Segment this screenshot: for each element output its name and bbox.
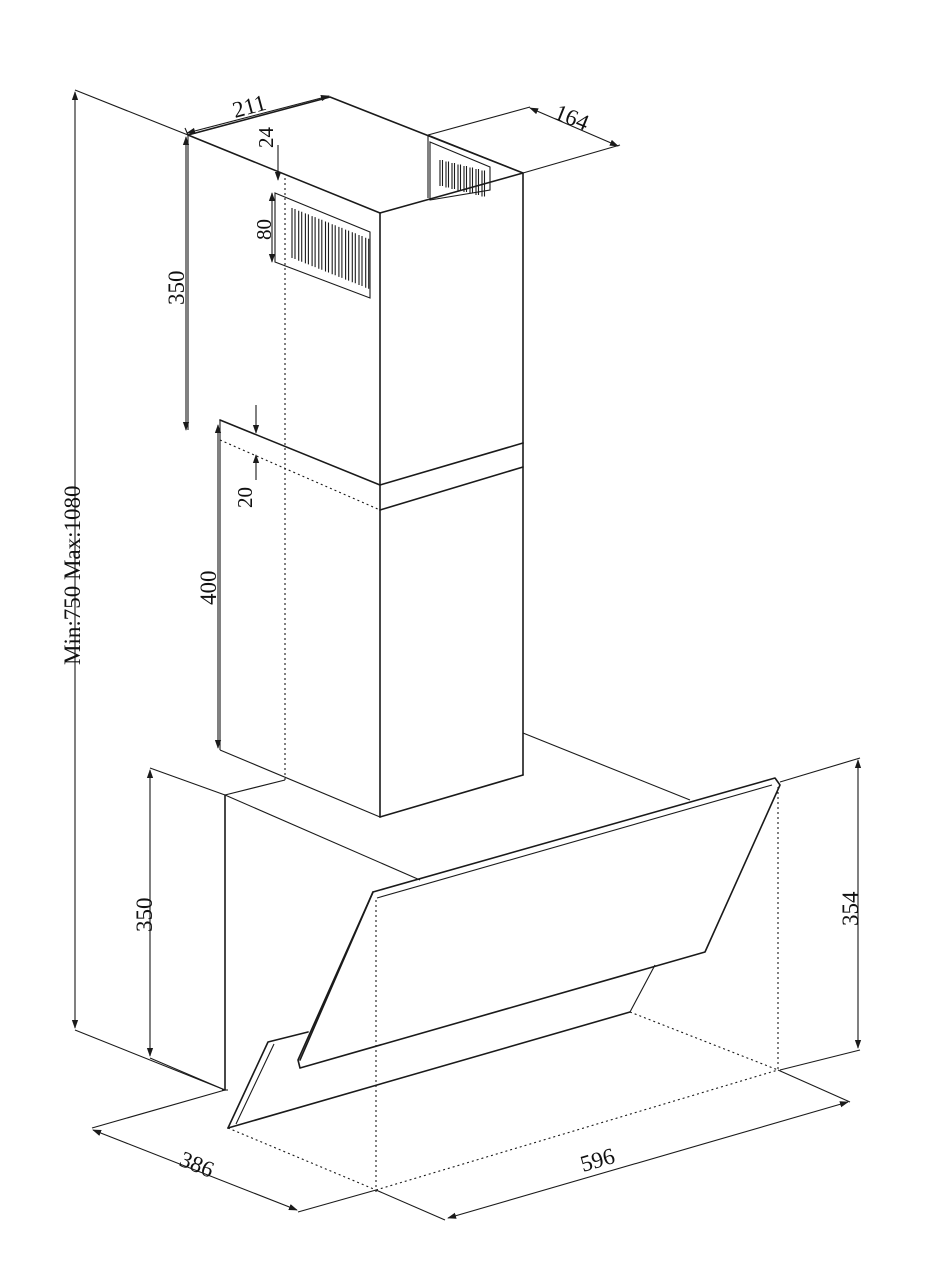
vent-slot (358, 235, 363, 286)
dim-upper-depth (427, 106, 621, 174)
label-hood-height: 350 (132, 898, 157, 933)
hood-body (222, 732, 781, 1195)
vent-slot (481, 170, 486, 197)
vent-slot (304, 213, 309, 265)
vent-slot (469, 167, 474, 194)
label-overlap: 20 (233, 487, 257, 508)
vent-slot (338, 226, 343, 278)
vent-slot (451, 163, 456, 189)
lower-chimney (219, 420, 524, 818)
vent-slot (463, 166, 468, 192)
upper-chimney (187, 96, 524, 780)
vent-slot (324, 221, 330, 273)
dim-glass-height (779, 757, 862, 1071)
dim-total-height (71, 89, 226, 1091)
vent-slot (345, 229, 350, 281)
vent-slot (439, 160, 444, 186)
vent-slot (475, 169, 480, 195)
vent-slot (291, 208, 296, 259)
dim-hood-height (146, 767, 226, 1091)
vent-slot (298, 210, 303, 262)
vent-slot (365, 237, 370, 289)
label-upper-width: 211 (230, 90, 269, 123)
dim-hood-width (375, 1069, 851, 1221)
label-glass-height: 354 (838, 891, 863, 926)
label-hood-depth: 386 (176, 1146, 217, 1182)
label-vent-height: 80 (252, 219, 276, 240)
vent-slot (331, 224, 336, 276)
label-upper-depth: 164 (551, 99, 593, 135)
vent-slot (457, 164, 462, 191)
vent-slot (445, 161, 450, 188)
dim-upper-width (184, 94, 330, 136)
vent-slot (351, 232, 356, 284)
label-lower-height: 400 (196, 571, 221, 606)
label-upper-height: 350 (164, 271, 189, 306)
back-vent-slots (429, 141, 491, 201)
label-hood-width: 596 (577, 1143, 617, 1177)
label-vent-offset: 24 (254, 127, 278, 149)
vent-slot (318, 218, 323, 270)
side-vent-slots (274, 192, 371, 299)
vent-slot (311, 216, 316, 268)
label-total-height: Min:750 Max:1080 (60, 485, 85, 665)
dim-hood-depth (91, 1089, 377, 1213)
